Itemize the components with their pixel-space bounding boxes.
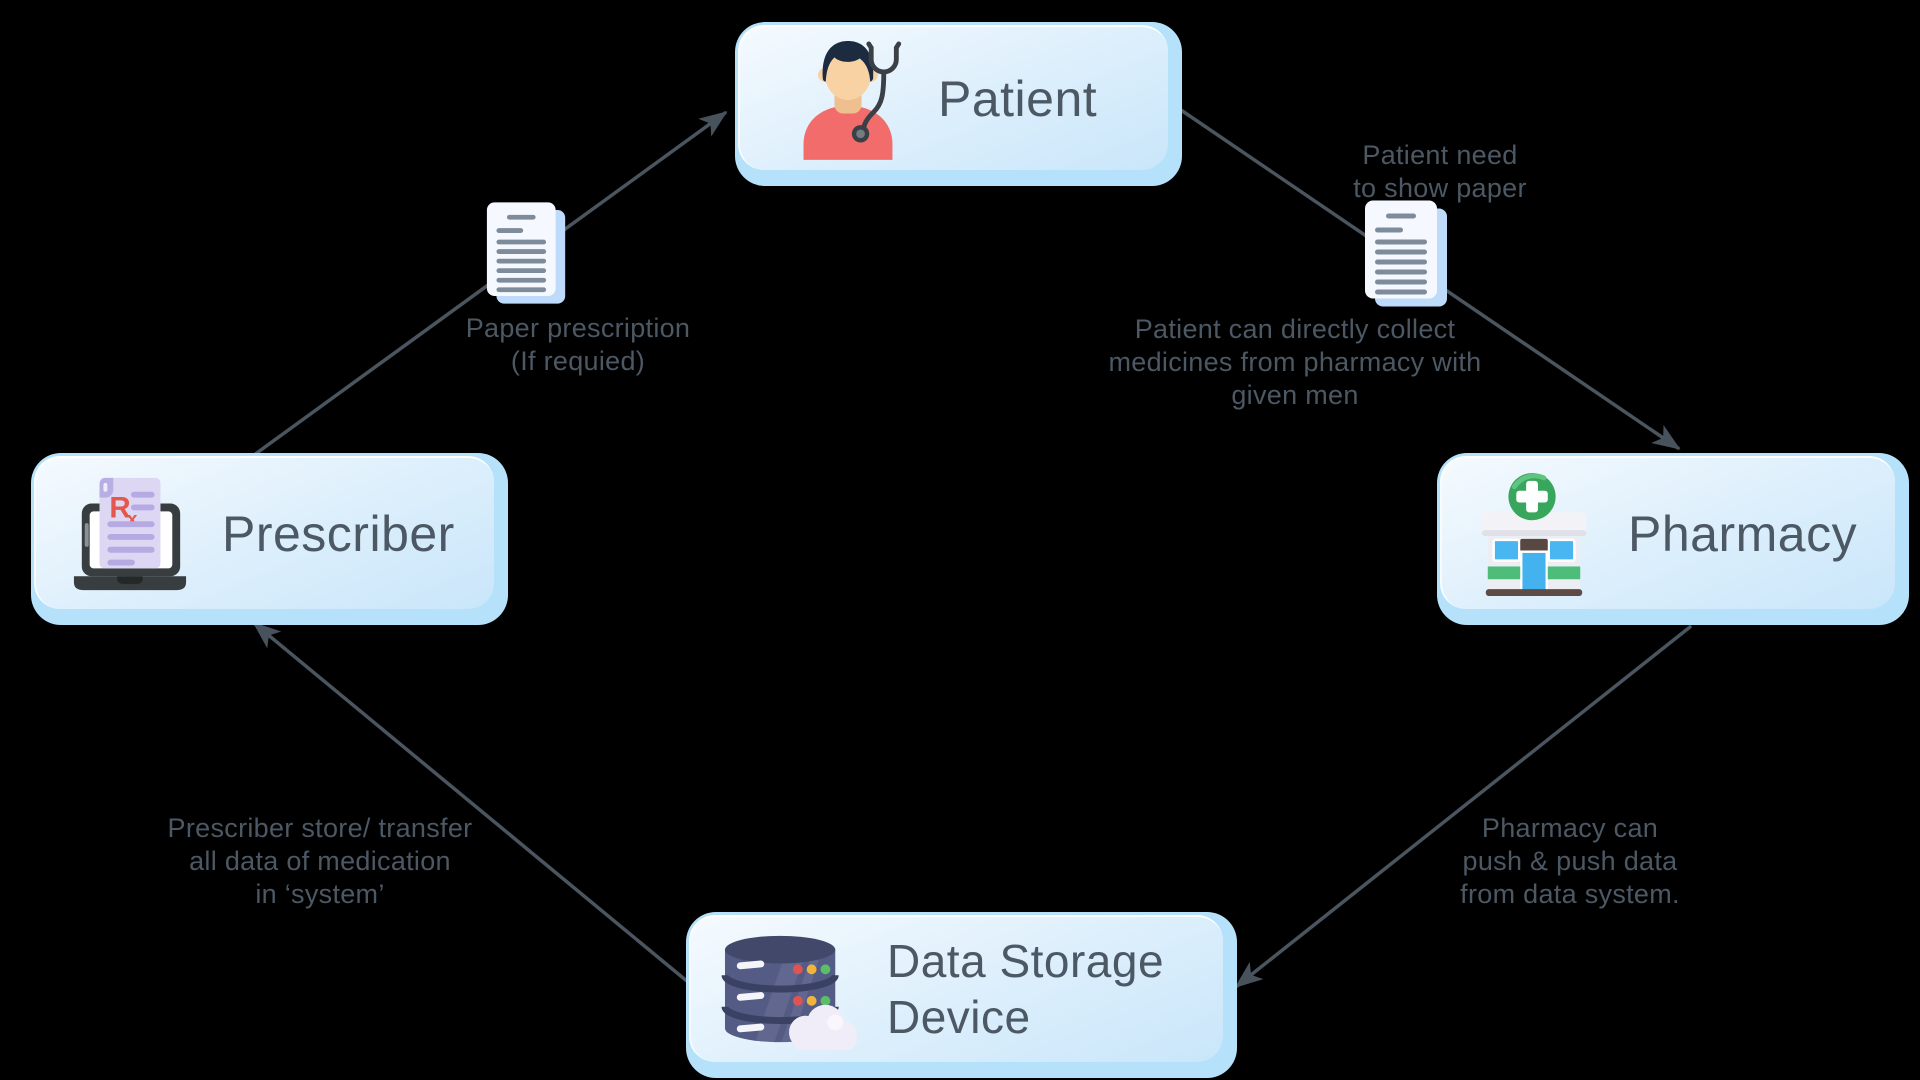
- edge-label-paper-prescription: Paper prescription (If requied): [465, 313, 691, 376]
- edge-label-patient-need-show-paper: Patient need to show paper: [1353, 140, 1527, 203]
- edge-label-pharmacy-push-data: Pharmacy can push & push data from data …: [1460, 813, 1680, 909]
- pharmacy-store-icon: [1481, 472, 1587, 596]
- node-patient-title: Patient: [938, 70, 1098, 127]
- node-prescriber: R x Prescriber: [31, 453, 508, 625]
- node-pharmacy-title: Pharmacy: [1628, 505, 1858, 562]
- svg-text:R: R: [109, 491, 130, 524]
- database-cloud-icon: [721, 933, 857, 1050]
- node-prescriber-title: Prescriber: [222, 505, 455, 562]
- node-data-storage: Data Storage Device: [686, 912, 1237, 1078]
- edge-label-prescriber-store-transfer: Prescriber store/ transfer all data of m…: [167, 813, 473, 909]
- node-patient: Patient: [735, 22, 1182, 186]
- laptop-rx-prescription-icon: R x: [73, 477, 187, 590]
- patient-avatar-stethoscope-icon: [803, 40, 902, 160]
- paper-document-icon: [485, 200, 569, 306]
- arrow-data-storage-to-prescriber: [252, 622, 690, 984]
- node-pharmacy: Pharmacy: [1437, 453, 1909, 625]
- arrow-pharmacy-to-data-storage: [1234, 625, 1692, 988]
- edge-label-patient-collect-medicines: Patient can directly collect medicines f…: [1108, 314, 1482, 410]
- node-pharmacy-card: Pharmacy: [1440, 456, 1895, 609]
- node-data-storage-title: Data Storage Device: [887, 935, 1165, 1043]
- svg-text:x: x: [127, 508, 138, 529]
- paper-document-icon: [1363, 198, 1451, 309]
- node-patient-card: Patient: [738, 25, 1168, 170]
- node-prescriber-card: R x Prescriber: [34, 456, 494, 609]
- node-data-storage-card: Data Storage Device: [689, 915, 1223, 1062]
